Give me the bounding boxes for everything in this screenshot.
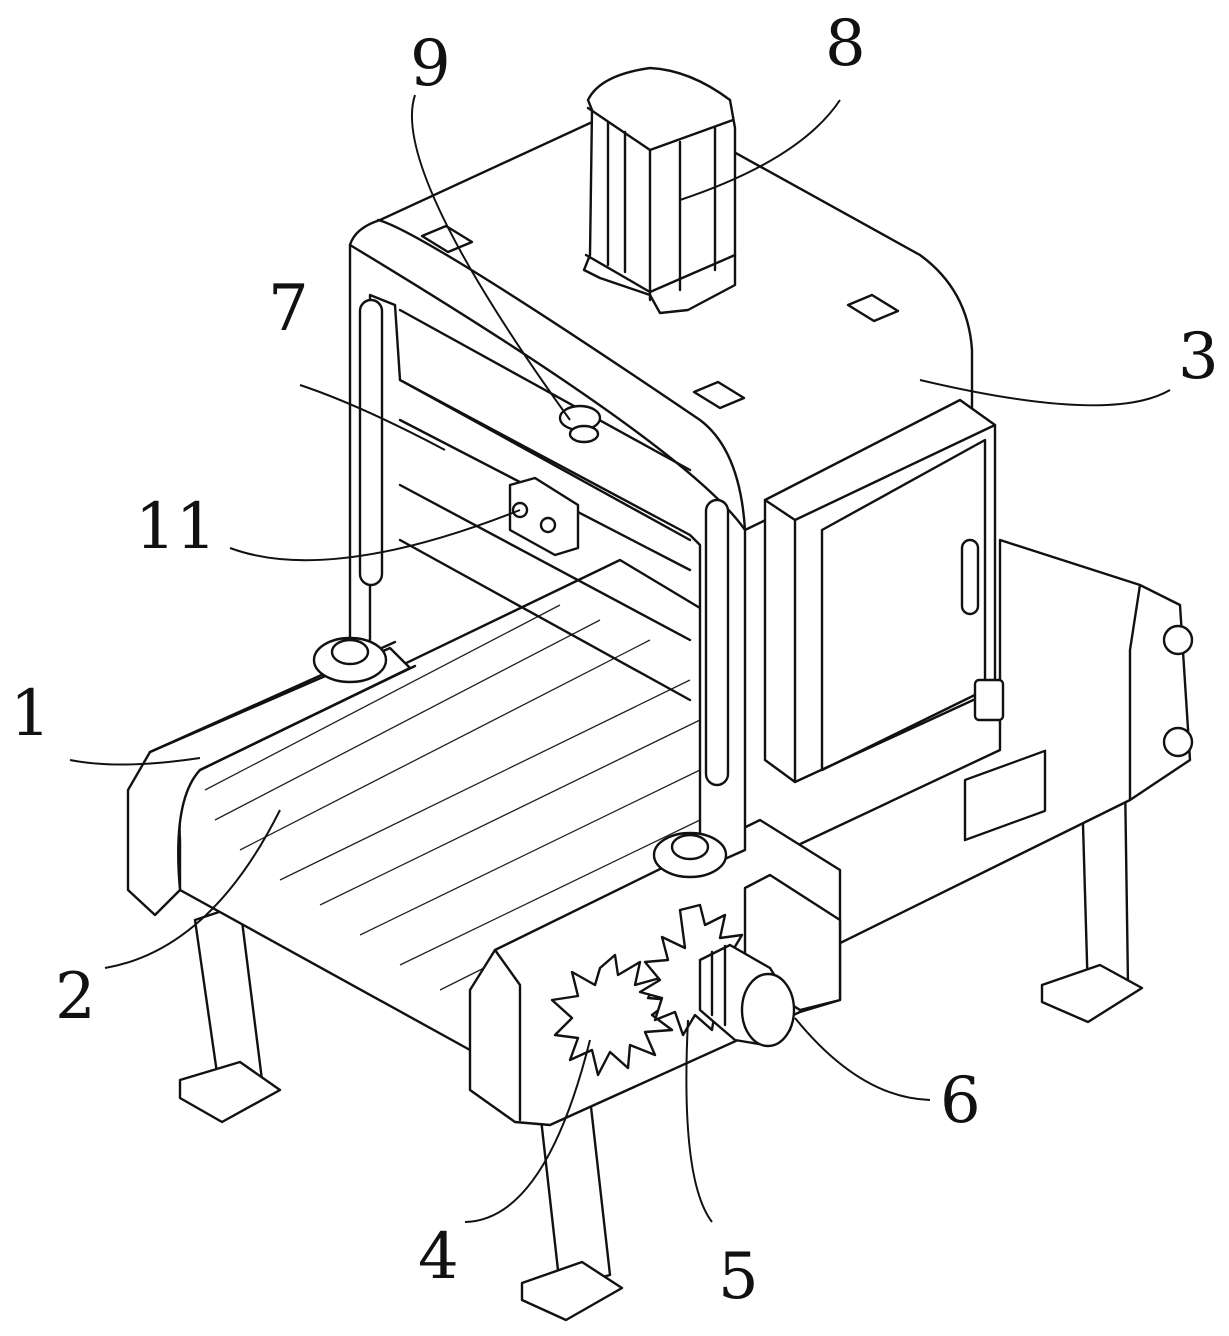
label-9: 9: [410, 27, 451, 101]
label-7: 7: [268, 272, 309, 346]
label-2: 2: [55, 960, 96, 1034]
label-6: 6: [940, 1064, 981, 1138]
label-1: 1: [10, 677, 51, 751]
cylinder: [584, 68, 735, 313]
label-5: 5: [718, 1240, 759, 1314]
label-3: 3: [1178, 320, 1219, 394]
label-8: 8: [825, 7, 866, 81]
label-4: 4: [418, 1220, 459, 1294]
label-11: 11: [135, 490, 216, 564]
